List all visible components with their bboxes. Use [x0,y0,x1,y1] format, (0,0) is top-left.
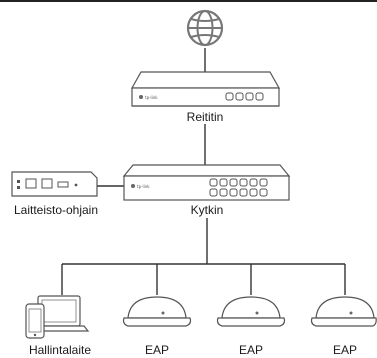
controller-label: Laitteisto-ohjain [14,203,98,217]
router-icon: tp-link [130,71,281,107]
switch-icon: tp-link [122,164,291,201]
globe-icon [186,9,224,47]
access-point-icon [122,296,192,327]
access-point-icon [216,296,286,327]
laptop-phone-icon [25,295,90,339]
hardware-controller-icon [11,171,98,197]
switch-label: Kytkin [191,203,224,217]
management-label: Hallintalaite [29,343,91,357]
switch-brand-text: tp-link [137,184,150,189]
eap-3-label: EAP [333,343,357,357]
access-point-icon [310,296,377,327]
router-brand-text: tp-link [145,95,158,100]
eap-2-label: EAP [239,343,263,357]
eap-1-label: EAP [145,343,169,357]
router-label: Reititin [187,110,224,124]
